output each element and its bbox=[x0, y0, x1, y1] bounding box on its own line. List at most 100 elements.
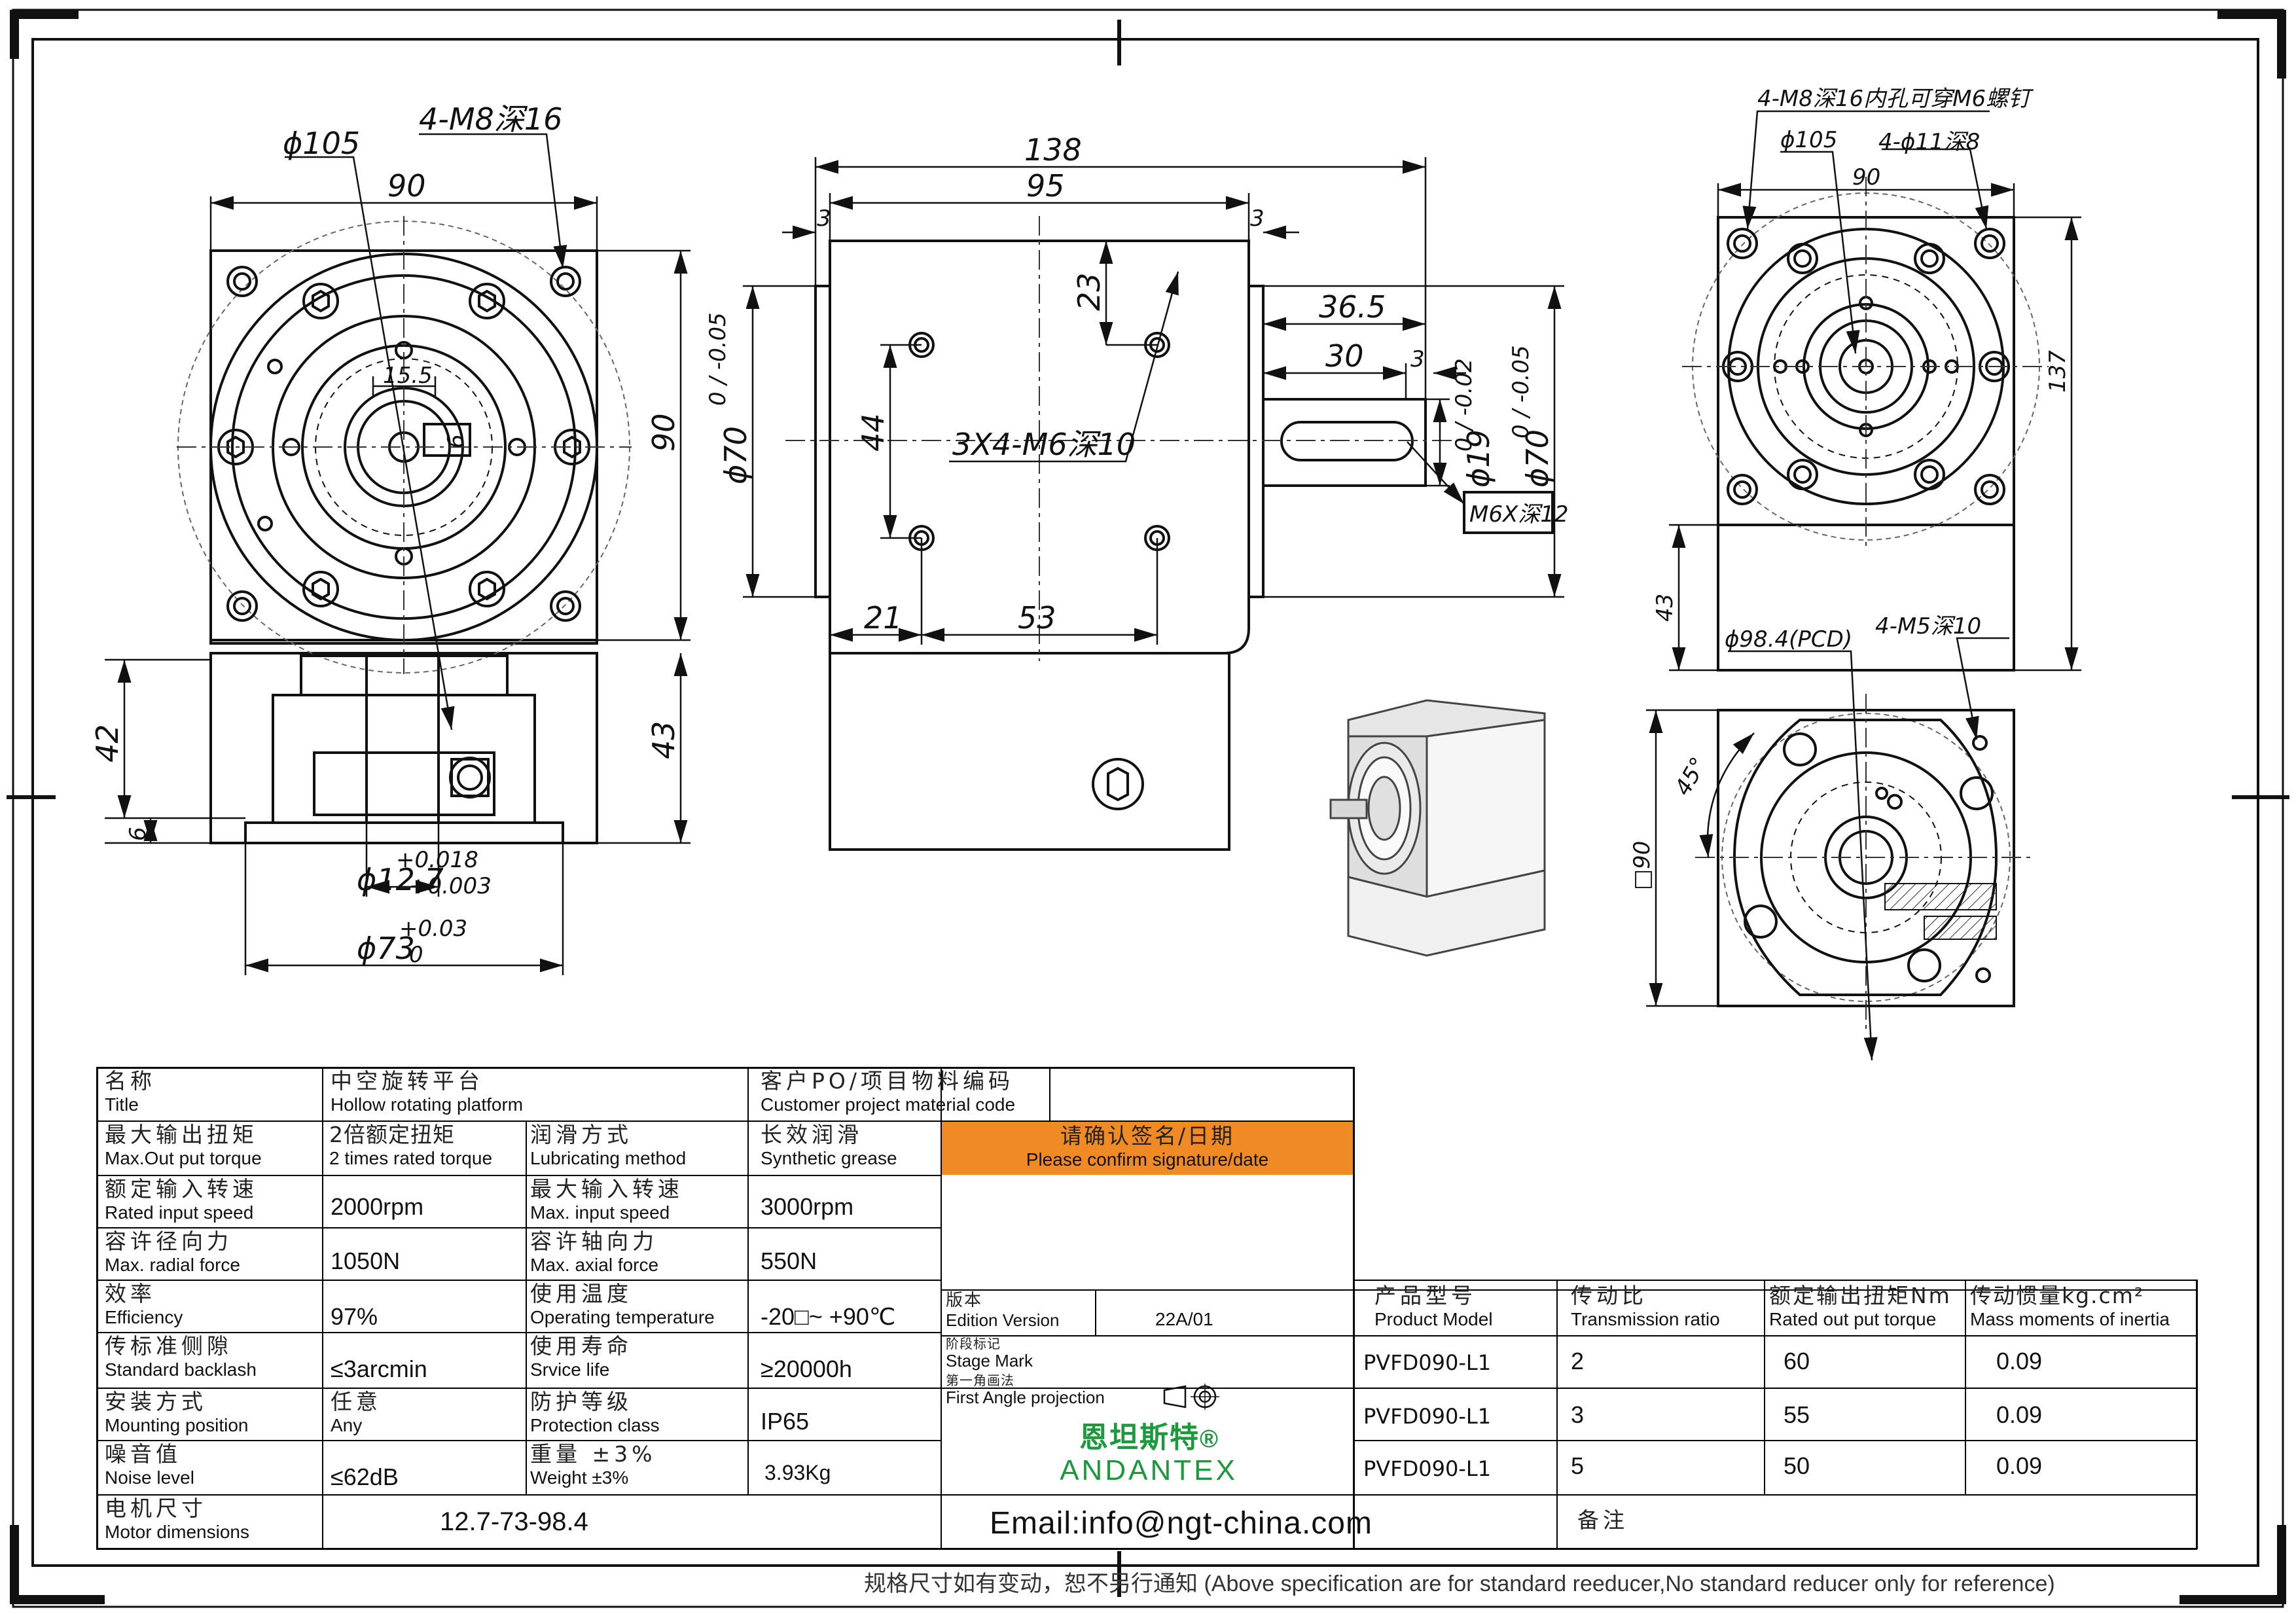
stage-mark-label: 阶段标记 Stage Mark bbox=[946, 1336, 1033, 1371]
dim-end-tap: M6X深12 bbox=[1469, 501, 1569, 528]
first-angle-projection-icon bbox=[1163, 1384, 1219, 1410]
right-top-labels: 4-M8深16内孔可穿M6螺钉 ϕ105 4-ϕ11深8 90 137 43 bbox=[1652, 86, 2071, 622]
model-row-1-ratio: 2 bbox=[1571, 1348, 1585, 1374]
dim-pilot-tol-upper: +0.03 bbox=[399, 916, 467, 942]
spec-label-weight: 重量 ±3%Weight ±3% bbox=[530, 1441, 656, 1488]
right-top-centerlines bbox=[1682, 177, 2049, 550]
dim-bore-tol-lower: +0.003 bbox=[409, 873, 492, 899]
projection-label: 第一角画法 First Angle projection bbox=[946, 1373, 1105, 1407]
dim-bolt-circle: ϕ105 bbox=[283, 126, 360, 161]
model-row-2-torque: 55 bbox=[1784, 1401, 1810, 1428]
spec-value-temperature: -20□~ +90℃ bbox=[761, 1303, 896, 1330]
contact-email[interactable]: Email:info@ngt-china.com bbox=[990, 1506, 1372, 1541]
dim-bore-tol-upper: +0.018 bbox=[396, 847, 478, 873]
front-view-centerlines bbox=[177, 216, 632, 674]
dim-base-right: 43 bbox=[1652, 594, 1678, 622]
front-view-dimensions bbox=[105, 133, 691, 975]
spec-value-input-speed: 2000rpm bbox=[331, 1193, 424, 1220]
dim-hole-offset: 23 bbox=[1071, 272, 1107, 311]
dim-body: 95 bbox=[1026, 168, 1065, 204]
spec-value-service-life: ≥20000h bbox=[761, 1355, 852, 1382]
spec-value-protection: IP65 bbox=[761, 1408, 810, 1435]
dim-shaft-height: 42 bbox=[90, 724, 125, 762]
footer-note: 规格尺寸如有变动，恕不另行通知 (Above specification are… bbox=[864, 1571, 2055, 1596]
side-view-labels: 138 95 3 3 36.5 30 3 23 3X4-M6深10 44 21 … bbox=[705, 132, 1569, 636]
model-row-1-model: PVFD090-L1 bbox=[1363, 1350, 1492, 1375]
dim-base-step: 6 bbox=[125, 827, 151, 841]
drawing-frame bbox=[7, 9, 2289, 1608]
dim-hole-spacing-v: 44 bbox=[855, 413, 891, 452]
model-row-1-torque: 60 bbox=[1784, 1348, 1810, 1374]
dim-flange-right: 3 bbox=[1250, 206, 1265, 232]
dim-overall: 138 bbox=[1024, 132, 1082, 168]
dim-shaft-dia: ϕ19 bbox=[1461, 429, 1496, 488]
remark-label: 备注 bbox=[1577, 1507, 1628, 1533]
model-row-2-model: PVFD090-L1 bbox=[1363, 1404, 1492, 1429]
brand-logo-en: ANDANTEX bbox=[1060, 1454, 1238, 1486]
side-view-dimensions bbox=[743, 157, 1564, 645]
dim-holes-right: 4-ϕ11深8 bbox=[1878, 129, 1980, 155]
dim-offset: 15.5 bbox=[383, 363, 433, 389]
dim-bore: ϕ12.7 bbox=[357, 862, 444, 897]
dim-hole-x: 21 bbox=[864, 600, 903, 636]
right-top-dimensions bbox=[1669, 110, 2081, 672]
dim-base-height: 43 bbox=[646, 721, 681, 759]
model-row-2-ratio: 3 bbox=[1571, 1401, 1585, 1428]
dim-thread: 4-M8深16 bbox=[419, 101, 562, 137]
model-row-1-inertia: 0.09 bbox=[1996, 1348, 2043, 1374]
isometric-preview bbox=[1329, 699, 1546, 957]
spec-value-axial-force: 550N bbox=[761, 1247, 817, 1274]
dim-thread-bottom: 4-M5深10 bbox=[1875, 613, 1981, 639]
dim-bolt-circle-right: ϕ105 bbox=[1780, 127, 1837, 153]
dim-hole-spacing-h: 53 bbox=[1018, 600, 1056, 636]
brand-logo: 恩坦斯特® ANDANTEX bbox=[1034, 1414, 1263, 1486]
dim-square: 90 bbox=[387, 168, 426, 204]
brand-logo-cn: 恩坦斯特 bbox=[1079, 1421, 1200, 1454]
edition-label: 版本 Edition Version bbox=[946, 1291, 1060, 1330]
model-row-3-inertia: 0.09 bbox=[1996, 1452, 2043, 1479]
spec-value-efficiency: 97% bbox=[331, 1303, 378, 1330]
dim-pilot-left: ϕ70 bbox=[718, 426, 753, 484]
spec-value-backlash: ≤3arcmin bbox=[331, 1355, 427, 1382]
dim-angle: 45° bbox=[1670, 753, 1712, 800]
right-bottom-centerlines bbox=[1695, 694, 2036, 1034]
spec-value-weight: 3.93Kg bbox=[764, 1461, 831, 1484]
dim-pcd: ϕ98.4(PCD) bbox=[1725, 626, 1852, 653]
model-row-2-inertia: 0.09 bbox=[1996, 1401, 2043, 1428]
dim-pilot-left-tol: 0 / -0.05 bbox=[705, 312, 731, 406]
dim-pilot-right: ϕ70 bbox=[1520, 429, 1555, 488]
edition-value: 22A/01 bbox=[1155, 1309, 1213, 1329]
dim-shaft-length: 36.5 bbox=[1319, 289, 1386, 325]
dim-key-length: 30 bbox=[1325, 338, 1364, 374]
dim-square-right: 90 bbox=[1852, 164, 1880, 190]
model-row-3-model: PVFD090-L1 bbox=[1363, 1456, 1492, 1481]
model-row-3-ratio: 5 bbox=[1571, 1452, 1585, 1479]
dim-height-right: 137 bbox=[2045, 350, 2071, 393]
dim-holes-note: 3X4-M6深10 bbox=[952, 427, 1136, 462]
dim-thread-note: 4-M8深16内孔可穿M6螺钉 bbox=[1757, 86, 2034, 112]
side-view bbox=[814, 240, 1554, 851]
dim-shaft-tol: 0 / -0.02 bbox=[1451, 358, 1477, 452]
front-view-labels: ϕ105 4-M8深16 90 15.5 6 90 43 42 6 ϕ12.7 … bbox=[90, 101, 681, 968]
